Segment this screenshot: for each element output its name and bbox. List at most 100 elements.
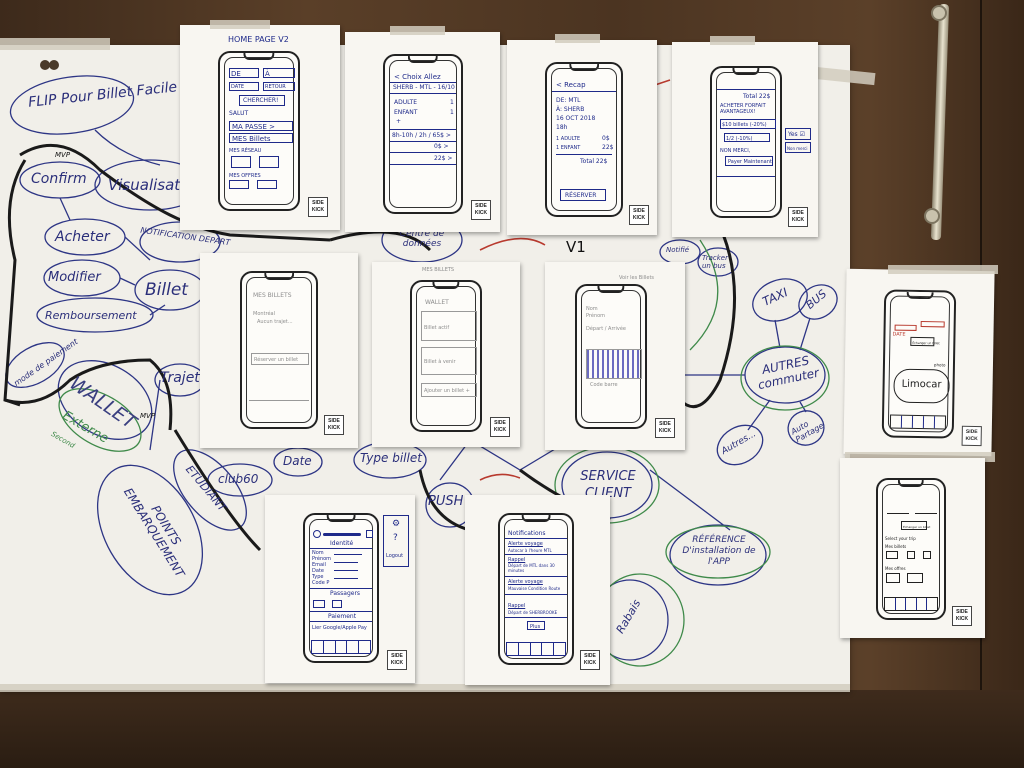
offer-card[interactable] <box>907 573 923 583</box>
tape <box>888 265 998 274</box>
divider <box>505 554 567 555</box>
menu-icon[interactable] <box>366 530 373 538</box>
divider <box>505 594 567 595</box>
phone-notch <box>432 282 460 289</box>
barcode-note: Code barre <box>590 382 618 388</box>
phone-screen: Identité Nom Prénom Email Date Type Code… <box>309 519 373 657</box>
book-ticket-button[interactable]: Réserver un billet <box>251 353 309 365</box>
date-field[interactable]: DATE <box>229 82 259 91</box>
notification-title[interactable]: Alerte voyage <box>508 541 543 547</box>
phone-screen: Notifications Alerte voyage Autocar à l'… <box>504 519 568 659</box>
reserve-button[interactable]: RÉSERVER <box>560 189 606 201</box>
search-button[interactable]: CHERCHER! <box>239 95 285 106</box>
adult-count[interactable]: 1 <box>450 99 454 106</box>
divider <box>390 164 456 165</box>
child-count[interactable]: 1 <box>450 109 454 116</box>
wireframe-ticket-barcode: Voir les Billets Nom Prénom Départ / Arr… <box>545 262 685 450</box>
trip-result[interactable]: 22$ > <box>434 155 453 162</box>
tickets-option[interactable]: MES Billets <box>229 133 293 143</box>
date-field[interactable] <box>920 321 945 328</box>
add-ticket-button[interactable] <box>907 551 915 559</box>
node-billet: Billet <box>145 280 188 300</box>
logout-link[interactable]: Logout <box>386 553 404 559</box>
node-acheter: Acheter <box>55 229 110 245</box>
divider <box>505 617 567 618</box>
payment-section: Paiement <box>328 613 357 620</box>
adult-label: ADULTE <box>394 99 418 106</box>
tab-home <box>885 598 896 610</box>
recap-line: 18h <box>556 124 568 131</box>
divider <box>310 548 372 549</box>
notification-title[interactable]: Rappel <box>508 603 526 609</box>
more-button[interactable]: Plus <box>527 621 545 630</box>
child-label: ENFANT <box>394 109 418 116</box>
divider <box>310 621 372 622</box>
package-option[interactable]: $10 billets (-20%) <box>720 119 776 129</box>
exchange-ticket-button[interactable]: Échanger un billet <box>901 521 930 530</box>
notification-body: Autocar à l'heure MTL <box>508 548 552 553</box>
passenger-chip[interactable] <box>313 600 325 608</box>
screen-title[interactable]: < Choix Allez <box>394 73 441 81</box>
link-payment[interactable]: Lier Google/Apple Pay <box>312 625 367 631</box>
add-ticket-card[interactable]: Ajouter un billet + <box>421 383 477 397</box>
divider <box>505 576 567 577</box>
firstname-line: Prénom <box>586 313 606 319</box>
tab-home <box>890 415 903 428</box>
tab-profile <box>927 598 937 610</box>
network-card[interactable] <box>259 156 279 168</box>
wallet-card[interactable]: Billet actif <box>421 311 477 341</box>
phone-notch <box>569 64 599 71</box>
no-thanks-card[interactable]: Non merci <box>785 142 811 153</box>
ticket-card[interactable] <box>886 551 898 559</box>
pass-option[interactable]: MA PASSE > <box>229 121 293 131</box>
tab-tickets <box>896 598 907 610</box>
gear-icon[interactable]: ⚙ <box>392 519 401 529</box>
adult-price: 0$ <box>602 135 610 142</box>
avatar-icon[interactable] <box>313 530 321 538</box>
add-ticket-button[interactable] <box>923 551 931 559</box>
phone-screen: < Choix Allez SHERB - MTL - 16/10 ADULTE… <box>389 60 457 208</box>
tab-bar <box>506 642 566 656</box>
total-label: Total 22$ <box>743 93 771 100</box>
trip-result[interactable]: 8h-10h / 2h / 65$ > <box>392 132 451 139</box>
tab-home <box>312 641 324 653</box>
phone-frame: Notifications Alerte voyage Autocar à l'… <box>498 513 574 665</box>
add-passenger-chip[interactable] <box>332 600 342 608</box>
phone-frame: Échanger un billet Select your trip Mes … <box>876 478 946 620</box>
screen-title[interactable]: < Recap <box>556 81 586 89</box>
pay-now-button[interactable]: Payer Maintenant <box>725 156 773 166</box>
trip-result[interactable]: 0$ > <box>434 143 449 150</box>
tab-profile <box>359 641 370 653</box>
barcode <box>586 349 642 379</box>
to-field[interactable]: À <box>263 68 295 78</box>
node-tracker-bus: Tracker un bus <box>702 254 728 270</box>
yes-choice-card[interactable]: Yes ☑ <box>785 128 811 140</box>
from-field[interactable]: DE <box>229 68 259 78</box>
offer-card[interactable] <box>257 180 277 189</box>
package-option[interactable]: 1/2 (-10%) <box>724 133 770 142</box>
notification-title[interactable]: Alerte voyage <box>508 579 543 585</box>
phone-notch <box>326 515 356 522</box>
help-icon[interactable]: ? <box>393 533 398 543</box>
decline-text[interactable]: NON MERCI, <box>720 148 751 154</box>
phone-frame: MES BILLETS Montréal Aucun trajet... Rés… <box>240 271 318 429</box>
offer-card[interactable] <box>886 573 900 583</box>
return-field[interactable]: RETOUR <box>263 82 295 91</box>
wallet-card[interactable]: Billet à venir <box>421 347 477 375</box>
offer-card[interactable] <box>229 180 249 189</box>
handle-mount-top <box>931 5 947 21</box>
phone-frame: Total 22$ ACHETER FORFAIT AVANTAGEUX! $1… <box>710 66 782 218</box>
add-passenger[interactable]: + <box>396 118 402 125</box>
wireframe-achat-rapide: Échanger un billet Select your trip Mes … <box>840 458 985 638</box>
wireframe-home-page-v2: HOME PAGE V2 DE À DATE RETOUR CHERCHER! … <box>180 25 340 230</box>
tab-messages <box>917 598 928 610</box>
input-line <box>334 562 358 563</box>
network-card[interactable] <box>231 156 251 168</box>
notification-title[interactable]: Rappel <box>508 557 526 563</box>
my-tickets-label: Mes billets <box>885 544 907 549</box>
wireframe-mes-billets: MES BILLETS Montréal Aucun trajet... Rés… <box>200 253 358 448</box>
exchange-ticket-button[interactable]: Échanger un billet <box>910 336 940 347</box>
